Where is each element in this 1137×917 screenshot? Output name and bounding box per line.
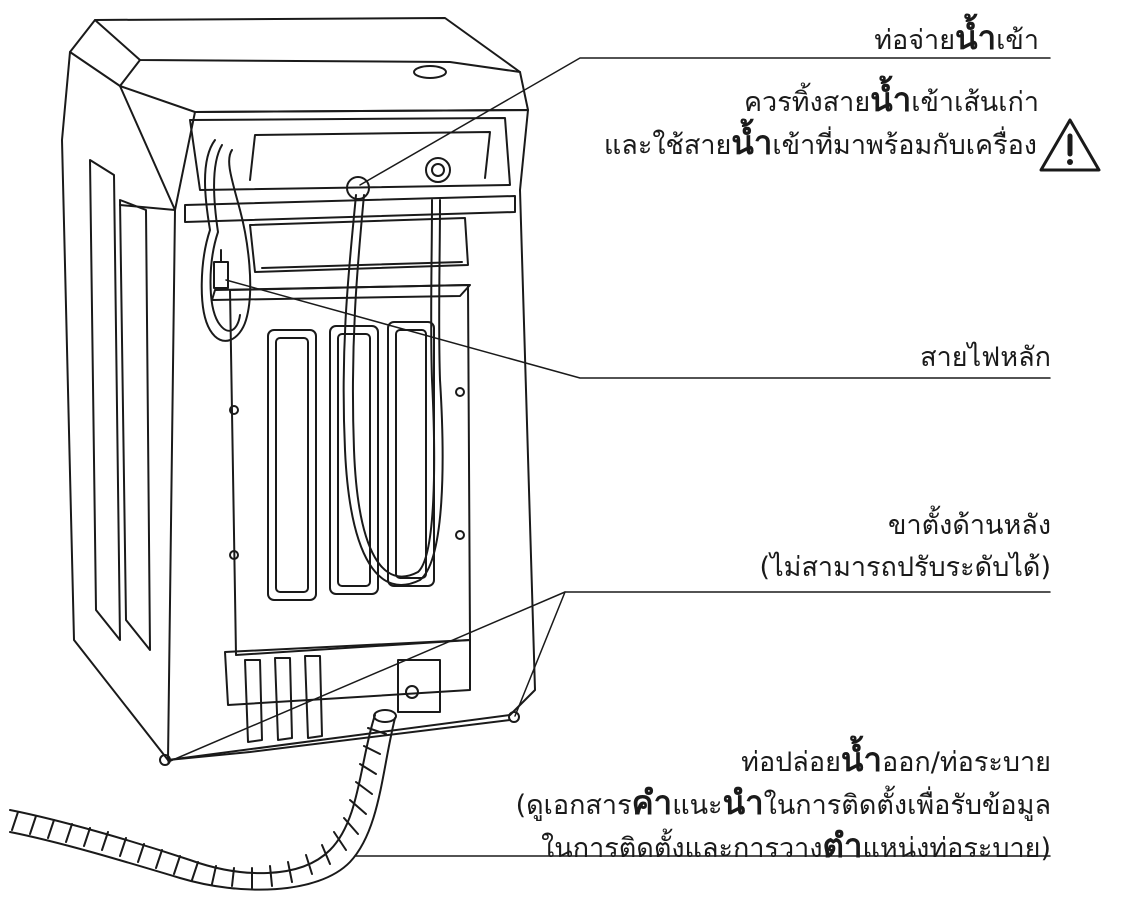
callout-lines [167,57,1051,857]
power-cord-label: สายไฟหลัก [920,342,1051,373]
machine-back-panel [167,109,536,761]
power-cord [200,139,252,342]
inlet-hoses [342,157,451,586]
machine-left-side [61,51,176,761]
warning-triangle-icon [1039,118,1101,172]
rear-leg-label: ขาตั้งด้านหลัง (ไม่สามารถปรับระดับได้) [759,510,1051,583]
leader-inlet [359,57,1051,186]
leader-rear-leg-left [167,591,1051,763]
drain-hose-label: ท่อปล่อยน้ำออก/ท่อระบาย (ดูเอกสารคำแนะนำ… [515,740,1051,865]
leader-power [225,279,1051,379]
leader-rear-leg-right [514,591,566,717]
drain-hose [9,709,397,891]
inlet-label: ท่อจ่ายน้ำเข้า [874,18,1039,57]
machine-body [61,17,536,766]
warning-label: ควรทิ้งสายน้ำเข้าเส้นเก่า และใช้สายน้ำเข… [603,80,1039,162]
machine-lid [69,17,529,113]
